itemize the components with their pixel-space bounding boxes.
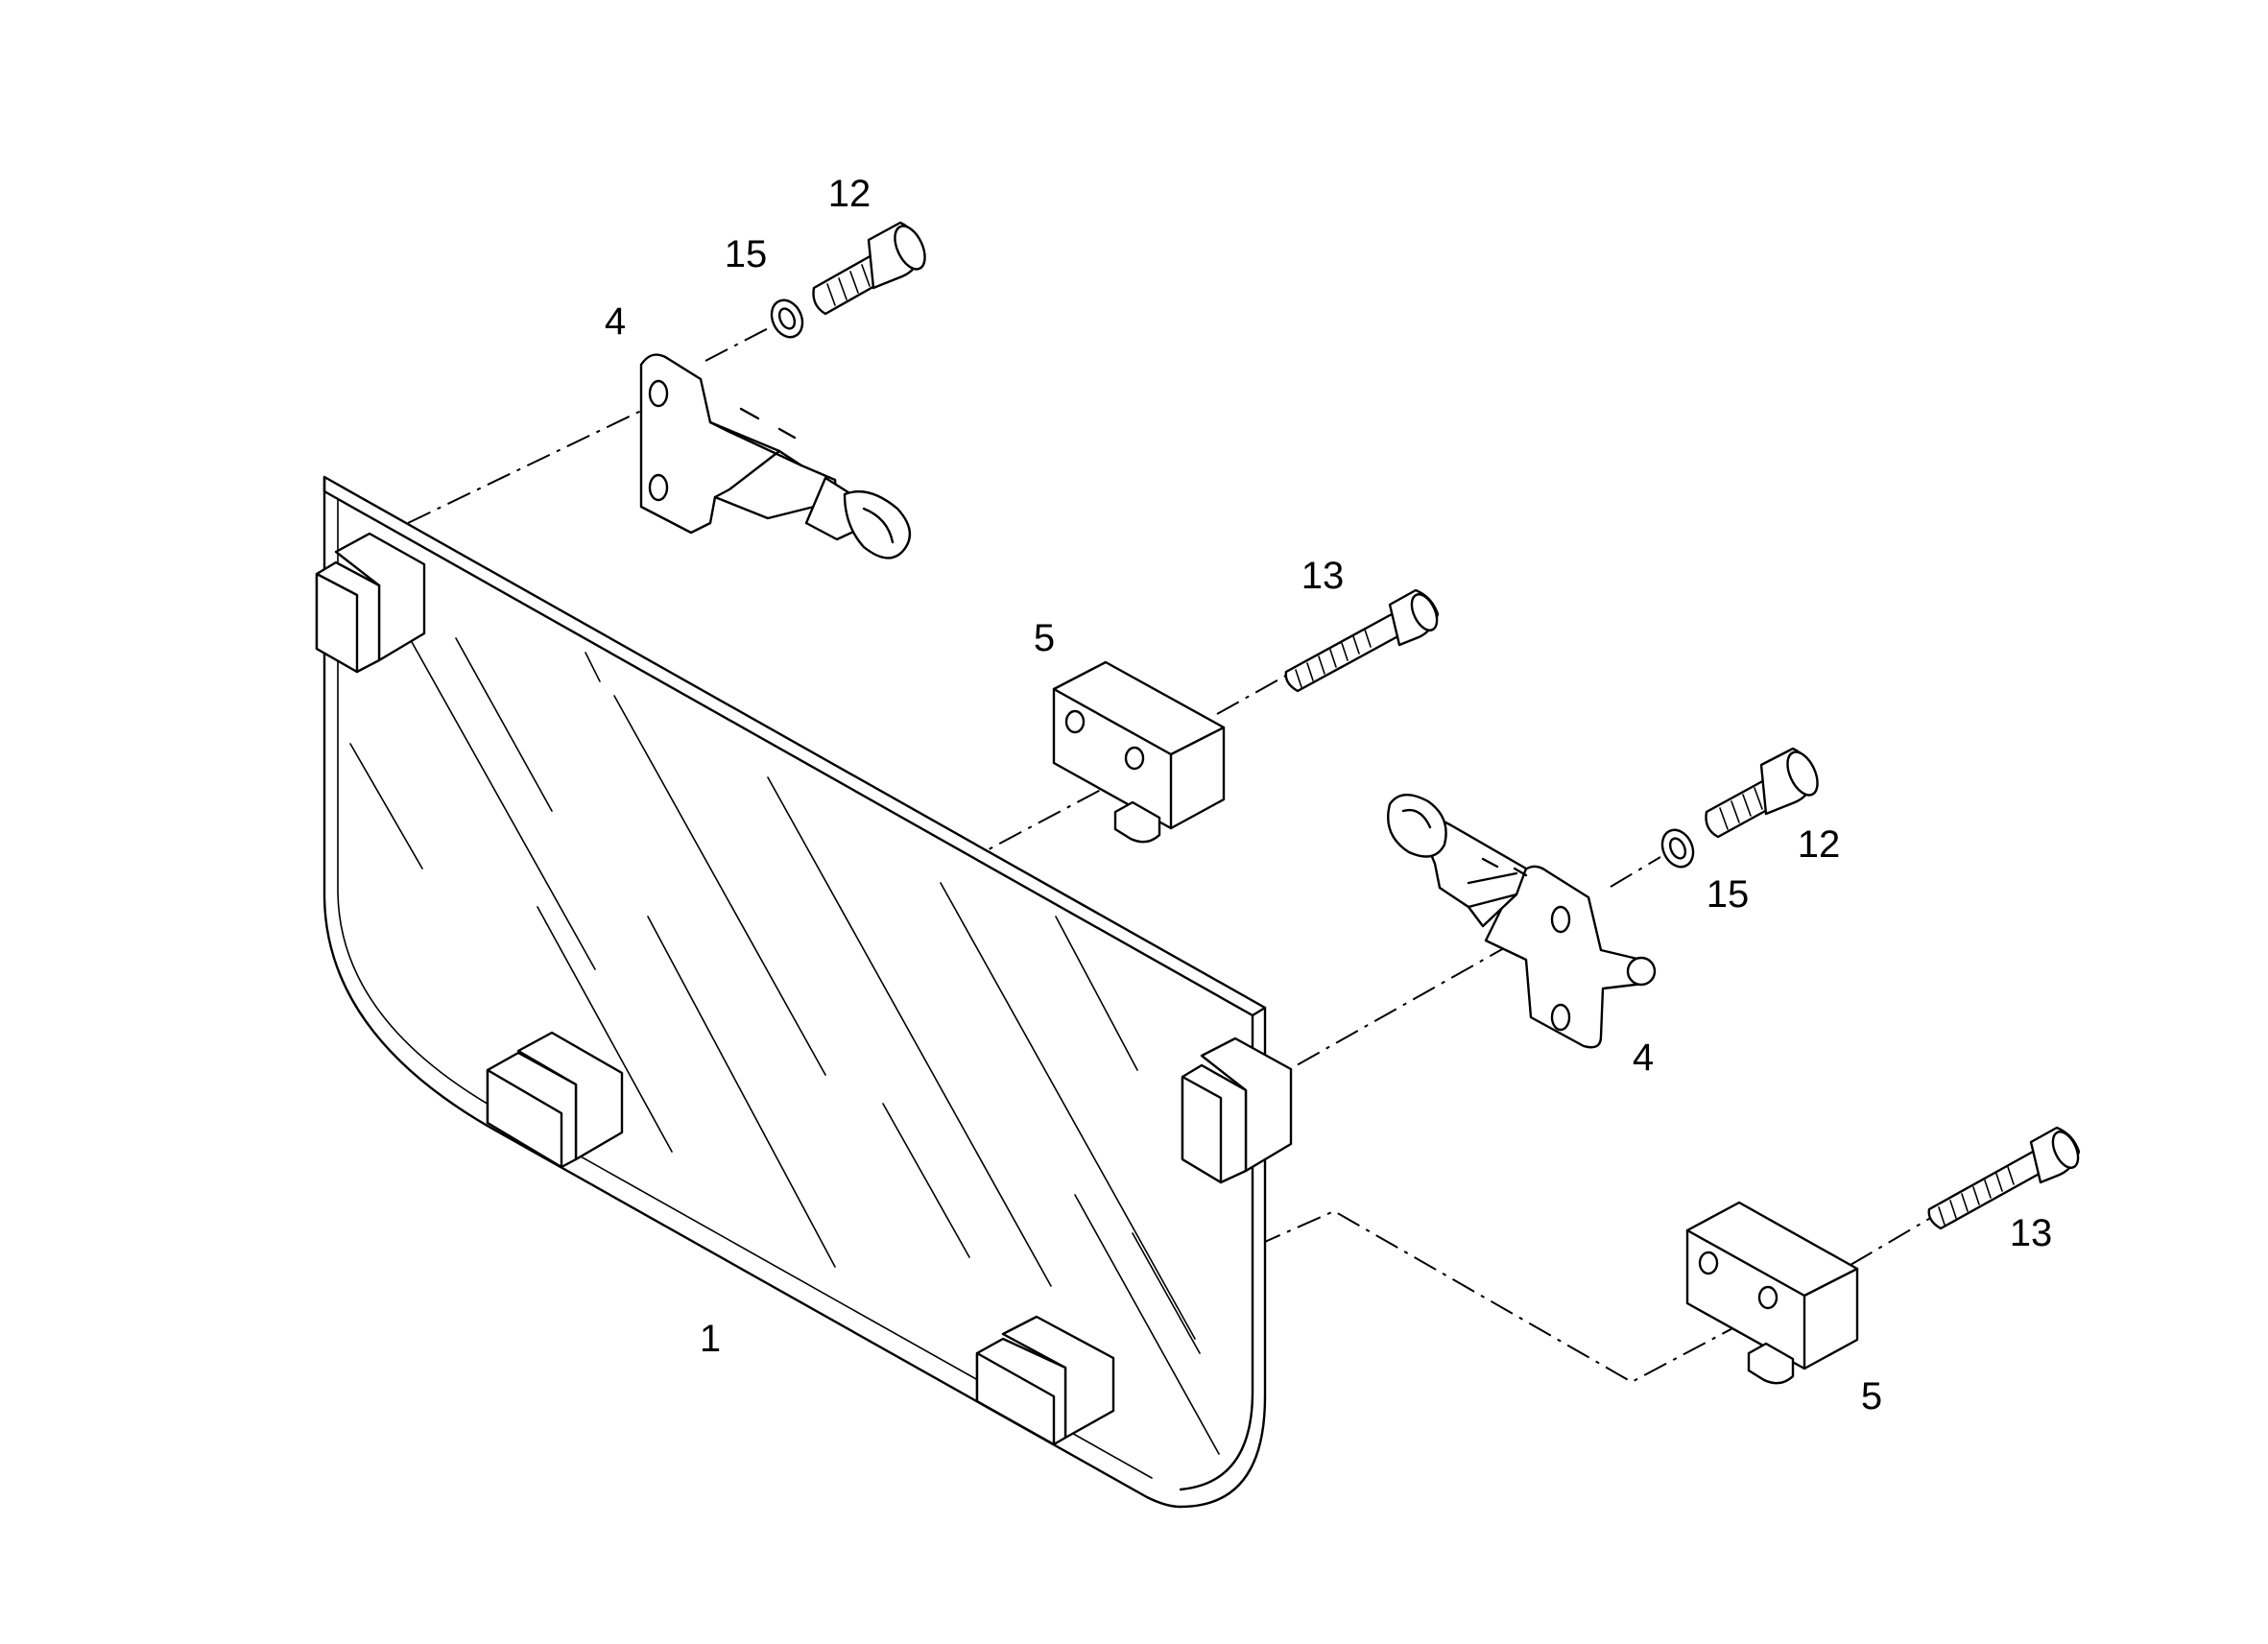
bolt-12-upper [812,221,926,316]
callout-bolt12-upper: 12 [828,173,871,215]
glass-panel-outline [322,475,1267,1509]
clamp-block-lower [1685,1201,1859,1385]
callout-hinge-upper: 4 [605,300,626,343]
clamp-block-upper [1052,660,1226,844]
leader-hinge-upper-to-panel [407,410,642,524]
panel-clamp-top-left [315,532,426,674]
panel-clamp-bottom-left [486,1031,624,1169]
callout-block-lower: 5 [1861,1375,1882,1418]
bolt-13-lower [1927,1126,2081,1230]
callout-washer-upper: 15 [725,233,768,275]
hinge-bracket-upper [639,353,911,560]
leader-bolt13-lower-to-block [1850,1212,1940,1266]
glass-panel-inner-edge [337,498,1153,1479]
bolt-12-lower [1705,747,1819,839]
callout-labels: 1 4 4 5 5 12 12 13 13 15 15 [605,173,2052,1418]
callout-block-upper: 5 [1034,617,1055,659]
callout-bolt12-lower: 12 [1798,823,1841,866]
panel-clamp-right [1181,1036,1293,1184]
leader-bolt13-upper-to-block [1216,672,1292,715]
glass-reflection-lines [349,608,1220,1455]
callout-washer-lower: 15 [1707,873,1750,916]
bolt-13-upper [1284,588,1440,693]
panel-clamp-bottom-right [975,1315,1115,1446]
callout-glass-panel: 1 [700,1318,721,1360]
callout-hinge-lower: 4 [1633,1036,1654,1079]
leader-bolt12-upper-to-hinge [704,322,780,362]
leader-bolt12-lower-to-hinge [1610,856,1661,888]
callout-bolt13-lower: 13 [2010,1212,2053,1254]
glass-panel-edge-thickness [322,475,1267,1491]
washer-15-upper [770,298,804,339]
glass-panel [322,475,1267,1509]
hinge-bracket-lower [1387,794,1657,1049]
callout-bolt13-upper: 13 [1301,555,1345,597]
washer-15-lower [1660,828,1695,869]
